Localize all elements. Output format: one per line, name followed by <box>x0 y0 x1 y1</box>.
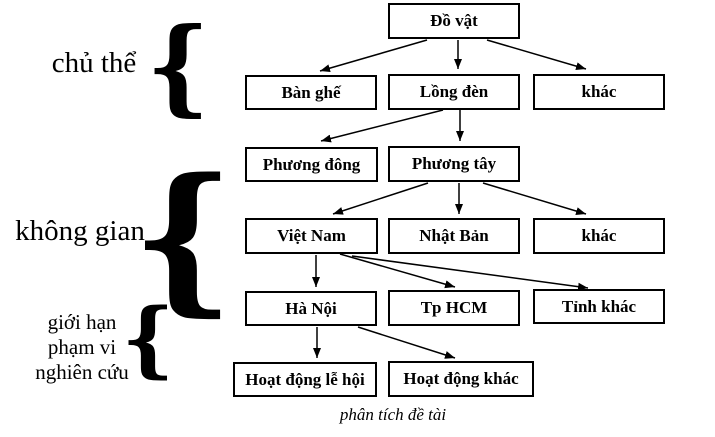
side-label-scope-line3: nghiên cứu <box>35 359 129 384</box>
node-phuong-dong: Phương đông <box>245 147 378 182</box>
node-phuong-tay: Phương tây <box>388 146 520 182</box>
node-khac-row2: khác <box>533 74 665 110</box>
node-tp-hcm: Tp HCM <box>388 290 520 326</box>
node-ha-noi: Hà Nội <box>245 291 377 326</box>
side-label-scope-line1: giới hạn <box>47 309 117 334</box>
side-label-scope: giới hạn phạm vi nghiên cứu <box>30 308 134 386</box>
node-hoat-dong-le-hoi: Hoạt động lễ hội <box>233 362 377 397</box>
node-nhat-ban: Nhật Bản <box>388 218 520 254</box>
diagram-caption: phân tích đề tài <box>339 405 447 424</box>
node-do-vat: Đồ vật <box>388 3 520 39</box>
side-label-scope-line2: phạm vi <box>47 334 117 359</box>
node-ban-ghe: Bàn ghế <box>245 75 377 110</box>
node-viet-nam: Việt Nam <box>245 218 378 254</box>
node-tinh-khac: Tỉnh khác <box>533 289 665 324</box>
side-label-space: không gian <box>15 214 145 247</box>
node-hoat-dong-khac: Hoạt động khác <box>388 361 534 397</box>
side-label-subject: chủ thể <box>51 46 137 79</box>
node-khac-row4: khác <box>533 218 665 254</box>
node-long-den: Lồng đèn <box>388 74 520 110</box>
